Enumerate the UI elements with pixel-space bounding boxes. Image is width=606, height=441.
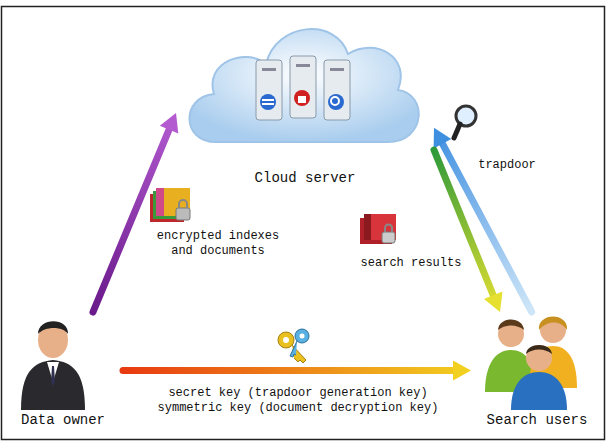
edge-label: search results (354, 256, 468, 271)
person-node: Data owner (3, 312, 123, 429)
frame (2, 7, 605, 440)
encrypted-folder-icon (150, 188, 190, 222)
person-icon (3, 312, 113, 412)
key-icon (278, 329, 309, 363)
node-label: Cloud server (176, 170, 434, 187)
cloud-node: Cloud server (176, 2, 434, 187)
people-icon (471, 312, 595, 412)
magnifier-icon (454, 106, 476, 138)
edge-label: trapdoor (470, 158, 544, 173)
arrow-connector (434, 128, 532, 312)
arrow-connector (123, 361, 471, 381)
edge-label: encrypted indexes and documents (150, 229, 286, 259)
result-folder-icon (360, 214, 396, 244)
user-group-node: Search users (471, 312, 603, 429)
node-label: Data owner (3, 412, 123, 429)
edge-label: secret key (trapdoor generation key) sym… (150, 386, 446, 416)
node-label: Search users (471, 412, 603, 429)
arrow-connector (93, 113, 178, 312)
cloud-icon (176, 2, 426, 170)
arrow-connector (434, 150, 503, 312)
